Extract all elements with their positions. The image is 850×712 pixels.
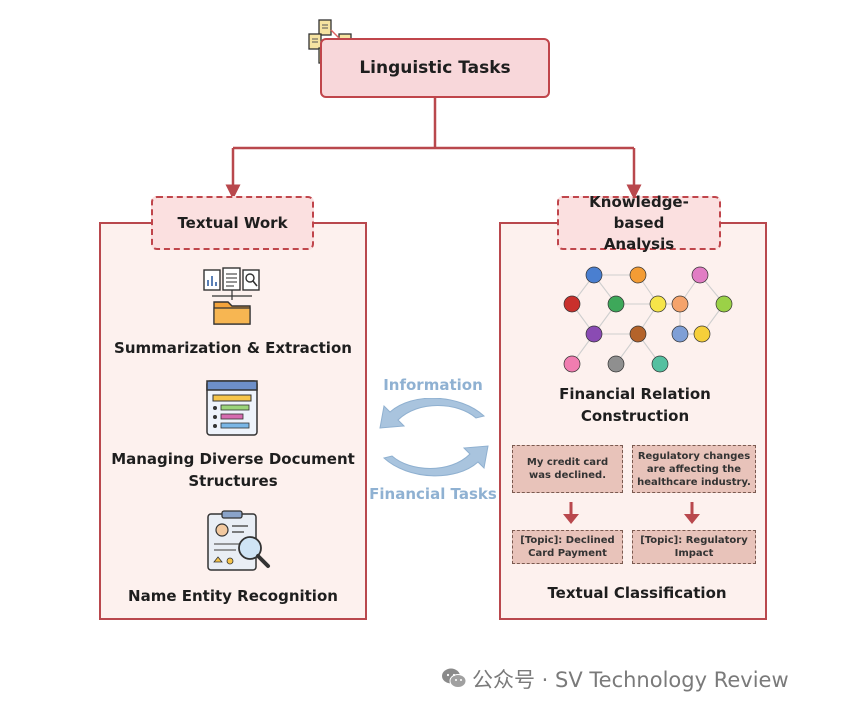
topic-regulatory-impact: [Topic]: Regulatory Impact [632,530,756,564]
financial-relation-label: Financial Relation Construction [559,385,711,425]
textual-classification-label: Textual Classification [547,584,727,602]
knowledge-analysis-label: Knowledge-based Analysis [589,192,689,253]
topic-declined-card: [Topic]: Declined Card Payment [512,530,623,564]
root-node-linguistic-tasks: Linguistic Tasks [320,38,550,98]
summarization-extraction-label: Summarization & Extraction [114,339,352,357]
example-text-credit-card: My credit card was declined. [512,445,623,493]
charts-folder-icon [200,266,264,328]
name-entity-recognition-label: Name Entity Recognition [128,587,338,605]
wechat-icon [441,667,467,689]
profile-magnifier-icon [204,510,274,574]
document-layout-icon [204,379,260,437]
cycle-arrows-icon [379,398,489,477]
textual-work-label: Textual Work [177,213,288,232]
textual-work-box: Textual Work [151,196,314,250]
knowledge-analysis-box: Knowledge-based Analysis [557,193,721,253]
example-text-regulatory: Regulatory changes are affecting the hea… [632,445,756,493]
root-label: Linguistic Tasks [359,58,511,78]
managing-document-structures-label: Managing Diverse Document Structures [111,450,355,490]
financial-tasks-label: Financial Tasks [369,485,497,503]
information-label: Information [383,376,483,394]
knowledge-graph-icon [560,264,740,376]
watermark-text: 公众号 · SV Technology Review [472,668,789,692]
